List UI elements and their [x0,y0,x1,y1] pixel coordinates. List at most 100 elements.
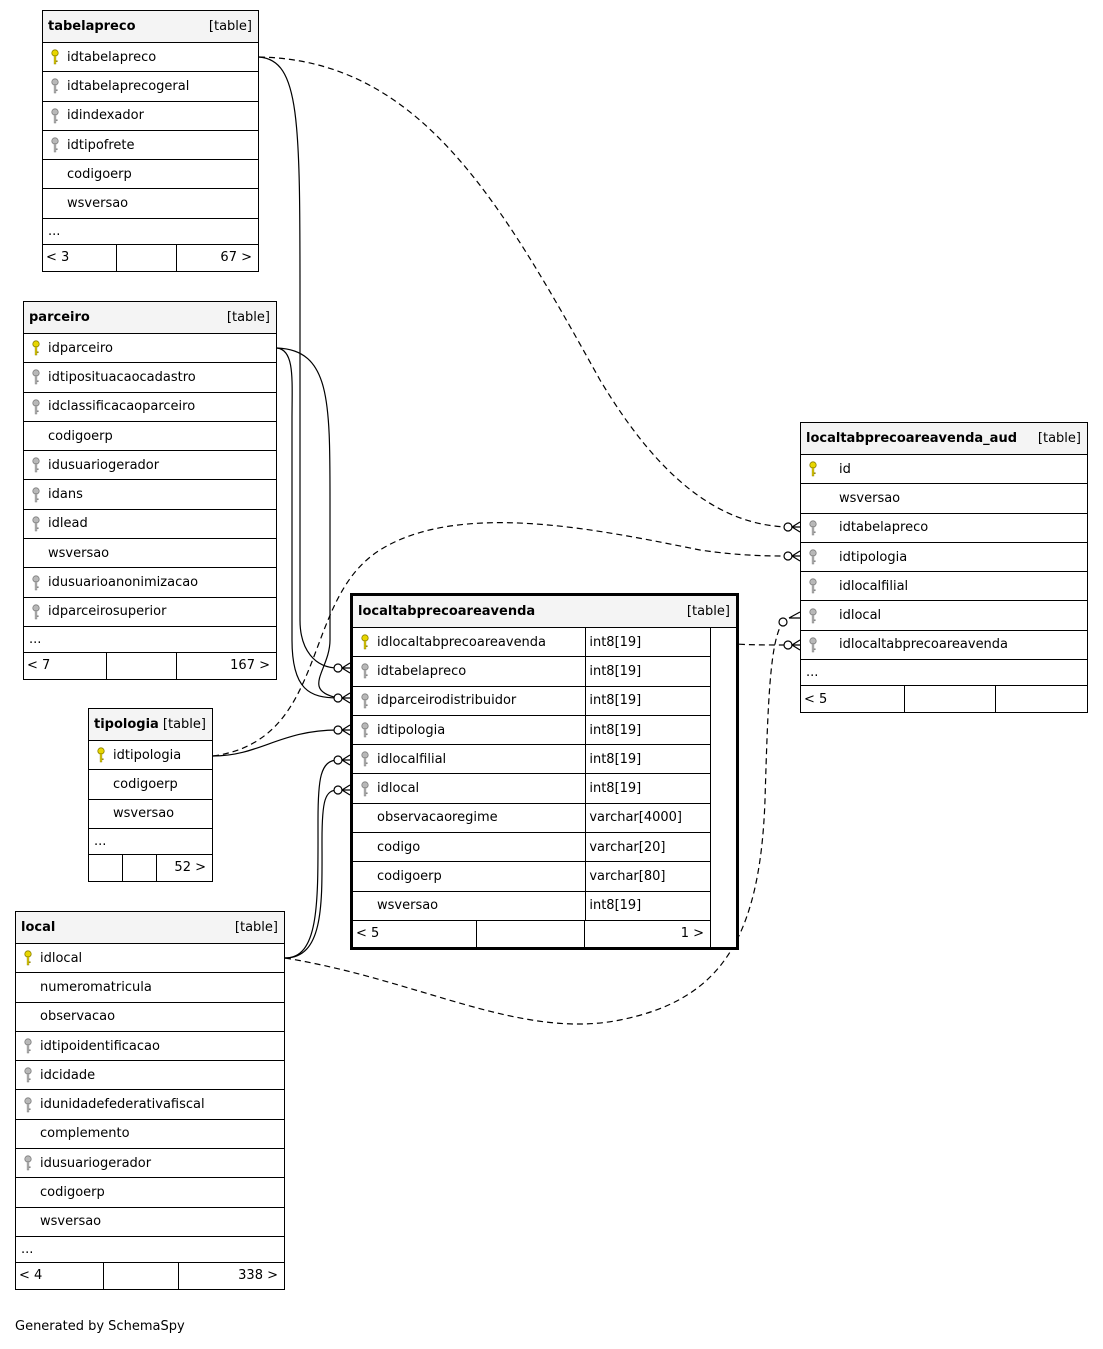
table-localtabprecoareavenda[interactable]: localtabprecoareavenda[table]idlocaltabp… [350,593,739,950]
more-columns-indicator[interactable]: ... [801,660,1087,687]
column-row[interactable]: idlead [24,510,276,540]
footer-spacer [117,244,177,271]
table-name: localtabprecoareavenda [358,604,536,619]
column-row[interactable]: wsversao [801,484,1087,514]
more-columns-indicator[interactable]: ... [89,829,212,855]
column-name: observacaoregime [377,810,498,826]
foreign-key-icon [353,663,377,679]
children-count[interactable] [996,686,1087,712]
column-row[interactable]: codigoerp [16,1178,284,1208]
children-count[interactable]: 67 > [220,250,252,266]
column-row[interactable]: codigoerp [89,770,212,800]
foreign-key-icon [801,549,825,565]
column-row[interactable]: idtiposituacaocadastro [24,363,276,393]
column-row[interactable]: wsversao [24,539,276,569]
children-count[interactable]: 167 > [230,658,270,674]
column-type: int8[19] [585,715,710,745]
column-row[interactable]: idlocaltabprecoareavenda [801,631,1087,661]
column-row[interactable]: idlocalfilial [801,572,1087,602]
parents-count[interactable]: < 7 [24,652,107,679]
column-row[interactable]: idtipofrete [43,131,258,161]
parents-count[interactable]: < 3 [43,244,117,271]
parents-count[interactable] [89,854,123,881]
column-row[interactable]: wsversao [89,800,212,829]
table-header[interactable]: parceiro[table] [24,302,276,334]
column-row[interactable]: idlocal [801,601,1087,631]
table-localtabprecoareavenda-aud[interactable]: localtabprecoareavenda_aud[table]id wsver… [800,422,1088,714]
column-row[interactable]: wsversao [43,189,258,219]
children-count[interactable]: 1 > [680,926,704,942]
column-row[interactable]: wsversao [16,1208,284,1237]
foreign-key-icon [16,1067,40,1083]
column-row[interactable]: idtabelaprecogeral [43,72,258,102]
column-name: numeromatricula [40,979,152,995]
column-row[interactable]: idusuariogerador [24,451,276,481]
column-row[interactable]: idtipologia [801,543,1087,573]
column-row[interactable]: idparceirosuperior [24,598,276,627]
column-row[interactable]: idlocal [16,944,284,974]
column-name: idindexador [67,108,144,124]
column-row[interactable]: idparceiro [24,334,276,364]
column-row[interactable]: complemento [16,1120,284,1150]
column-row[interactable]: idtabelapreco [43,43,258,73]
foreign-key-icon [24,487,48,503]
column-name: codigoerp [377,869,442,885]
column-row[interactable]: idcidade [16,1061,284,1091]
column-row[interactable]: idtabelapreco [801,514,1087,543]
column-name: codigoerp [48,428,113,444]
column-name: idtabelaprecogeral [67,78,190,94]
column-row[interactable]: idindexador [43,102,258,131]
column-row[interactable]: idusuarioanonimizacao [24,568,276,598]
parents-count[interactable]: < 5 [801,686,905,713]
foreign-key-icon [353,781,377,797]
foreign-key-icon [16,1155,40,1171]
column-row[interactable]: codigoerp [43,160,258,190]
column-row[interactable]: observacao [16,1003,284,1032]
column-row[interactable]: idunidadefederativafiscal [16,1090,284,1120]
column-row[interactable]: idusuariogerador [16,1149,284,1179]
table-tabelapreco[interactable]: tabelapreco[table]idtabelapreco idtabelap… [42,10,259,272]
edge-end-circle [778,617,788,627]
column-row[interactable]: idtipologia [89,741,212,771]
table-header[interactable]: local[table] [16,912,284,944]
table-header[interactable]: tipologia[table] [89,709,212,741]
column-row[interactable]: idtipoidentificacao [16,1032,284,1062]
children-count[interactable]: 338 > [238,1268,278,1284]
column-row[interactable]: id [801,455,1087,485]
parents-count[interactable]: < 5 [353,920,477,947]
column-name: wsversao [839,490,901,506]
parents-count[interactable]: < 4 [16,1262,104,1289]
column-type: int8[19] [585,628,710,657]
foreign-key-icon [24,369,48,385]
table-footer: < 3 67 > [43,244,258,271]
primary-key-icon [89,747,113,763]
column-row[interactable]: idclassificacaoparceiro [24,393,276,422]
column-type: int8[19] [585,774,710,803]
table-local[interactable]: local[table]idlocal numeromatricula observ… [15,911,285,1290]
table-header[interactable]: localtabprecoareavenda_aud[table] [801,423,1087,455]
column-row[interactable]: idans [24,480,276,510]
more-columns-indicator[interactable]: ... [16,1237,284,1263]
column-row[interactable]: numeromatricula [16,973,284,1003]
more-columns-indicator[interactable]: ... [24,627,276,653]
table-header[interactable]: localtabprecoareavenda[table] [353,596,736,628]
table-header[interactable]: tabelapreco[table] [43,11,258,43]
more-columns-indicator[interactable]: ... [43,219,258,245]
children-count[interactable]: 52 > [174,860,206,876]
foreign-key-icon [801,578,825,594]
column-name: idunidadefederativafiscal [40,1097,205,1113]
foreign-key-icon [801,637,825,653]
column-row[interactable]: codigoerp [24,422,276,452]
